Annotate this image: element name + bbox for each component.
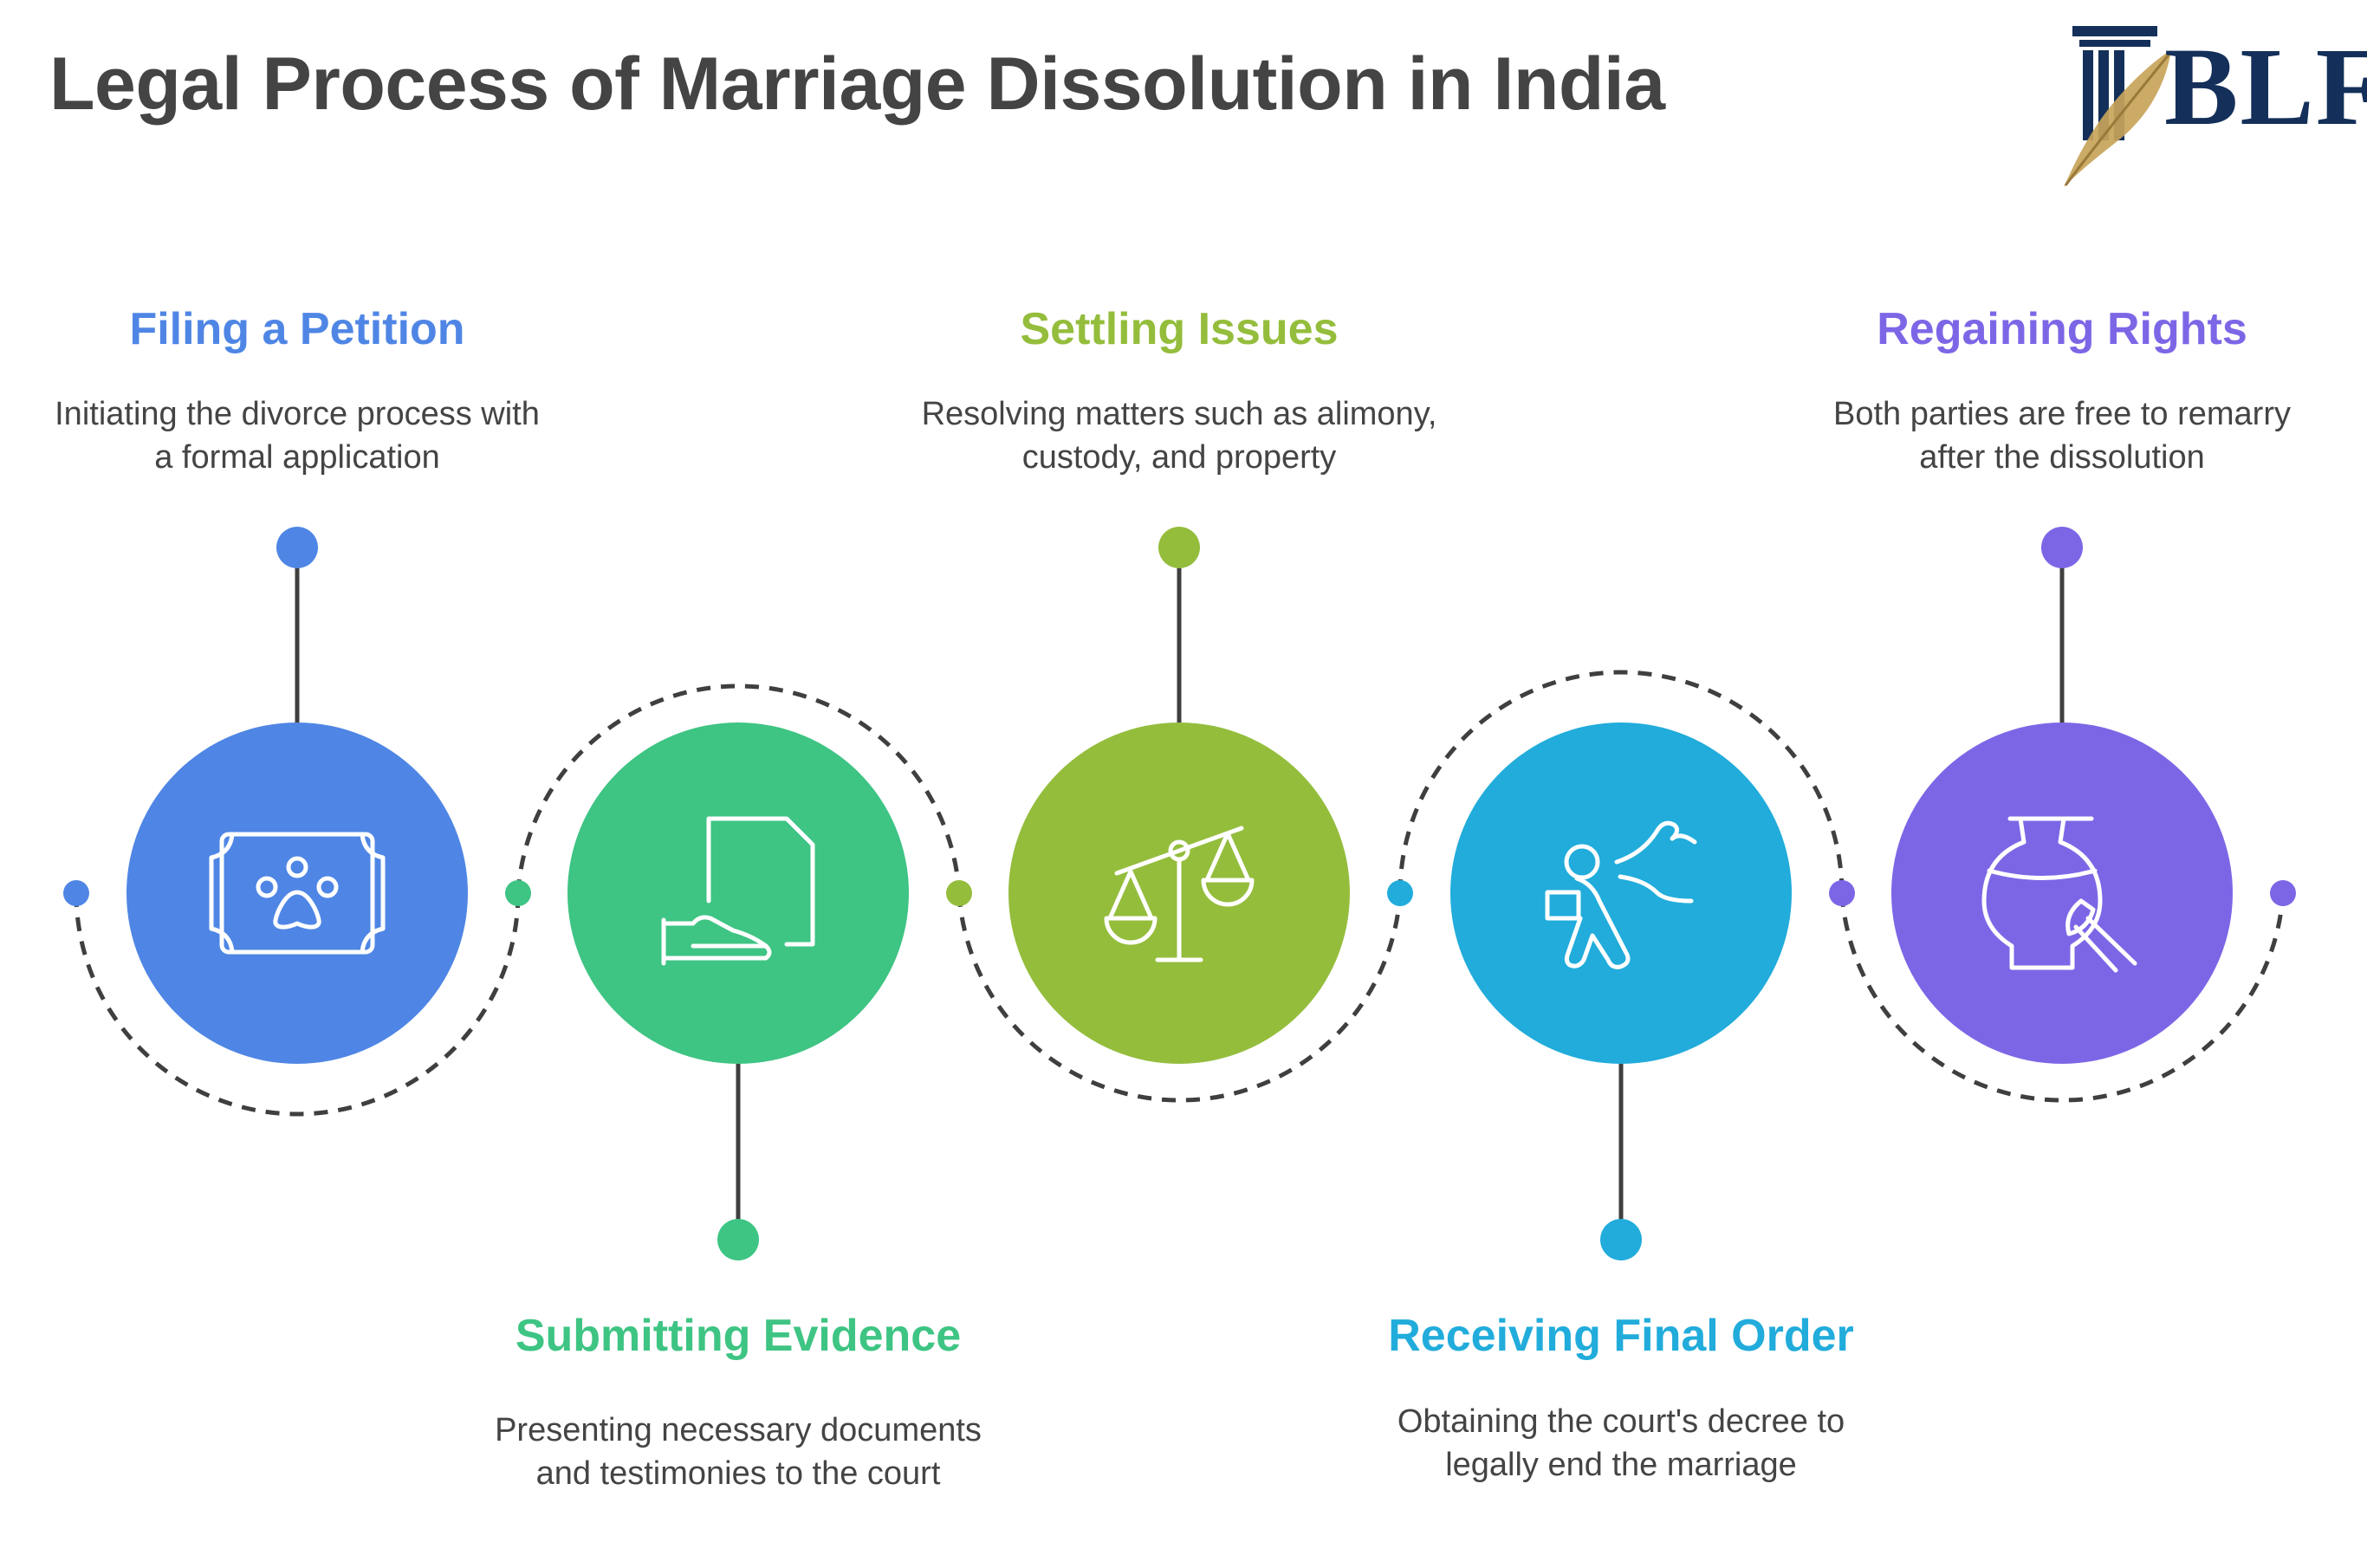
- path-dot-1: [63, 880, 89, 906]
- path-dot-5: [1829, 880, 1855, 906]
- path-dot-4: [1387, 880, 1413, 906]
- step-2-dot: [717, 1219, 759, 1260]
- path-dot-2: [505, 880, 531, 906]
- step-4-description: Obtaining the court's decree to legally …: [1397, 1403, 1845, 1483]
- logo-text: BLF: [2164, 25, 2367, 148]
- vase-brush-icon: [1981, 816, 2137, 973]
- step-3-title: Settling Issues: [1020, 304, 1339, 354]
- step-2-circle: [567, 722, 909, 1064]
- step-1-description: Initiating the divorce process with a fo…: [55, 396, 540, 476]
- step-1-title: Filing a Petition: [129, 304, 465, 354]
- step-1-dot: [276, 527, 318, 568]
- step-5-dot: [2041, 527, 2083, 568]
- step-4-circle: [1450, 722, 1792, 1064]
- scales-icon: [1104, 826, 1255, 962]
- step-2-description: Presenting necessary documents and testi…: [495, 1412, 982, 1492]
- page-title: Legal Process of Marriage Dissolution in…: [49, 42, 1665, 126]
- step-5-circle: [1891, 722, 2233, 1064]
- step-4-dot: [1600, 1219, 1642, 1260]
- certificate-paw-icon: [209, 832, 386, 955]
- step-2-title: Submitting Evidence: [515, 1311, 962, 1361]
- courier-delivery-icon: [1545, 820, 1697, 969]
- path-dot-3: [946, 880, 972, 906]
- path-dot-6: [2270, 880, 2296, 906]
- step-3-description: Resolving matters such as alimony, custo…: [921, 396, 1437, 476]
- step-3-dot: [1158, 527, 1200, 568]
- blf-logo: BLF: [2062, 23, 2367, 192]
- pillar-quill-logo-icon: [2064, 26, 2171, 187]
- dashed-path: [74, 670, 2286, 1117]
- document-hand-icon: [661, 816, 815, 966]
- step-4-title: Receiving Final Order: [1388, 1311, 1854, 1361]
- step-5-description: Both parties are free to remarry after t…: [1833, 396, 2291, 476]
- connectors: [295, 548, 2065, 1239]
- step-5-title: Regaining Rights: [1877, 304, 2247, 354]
